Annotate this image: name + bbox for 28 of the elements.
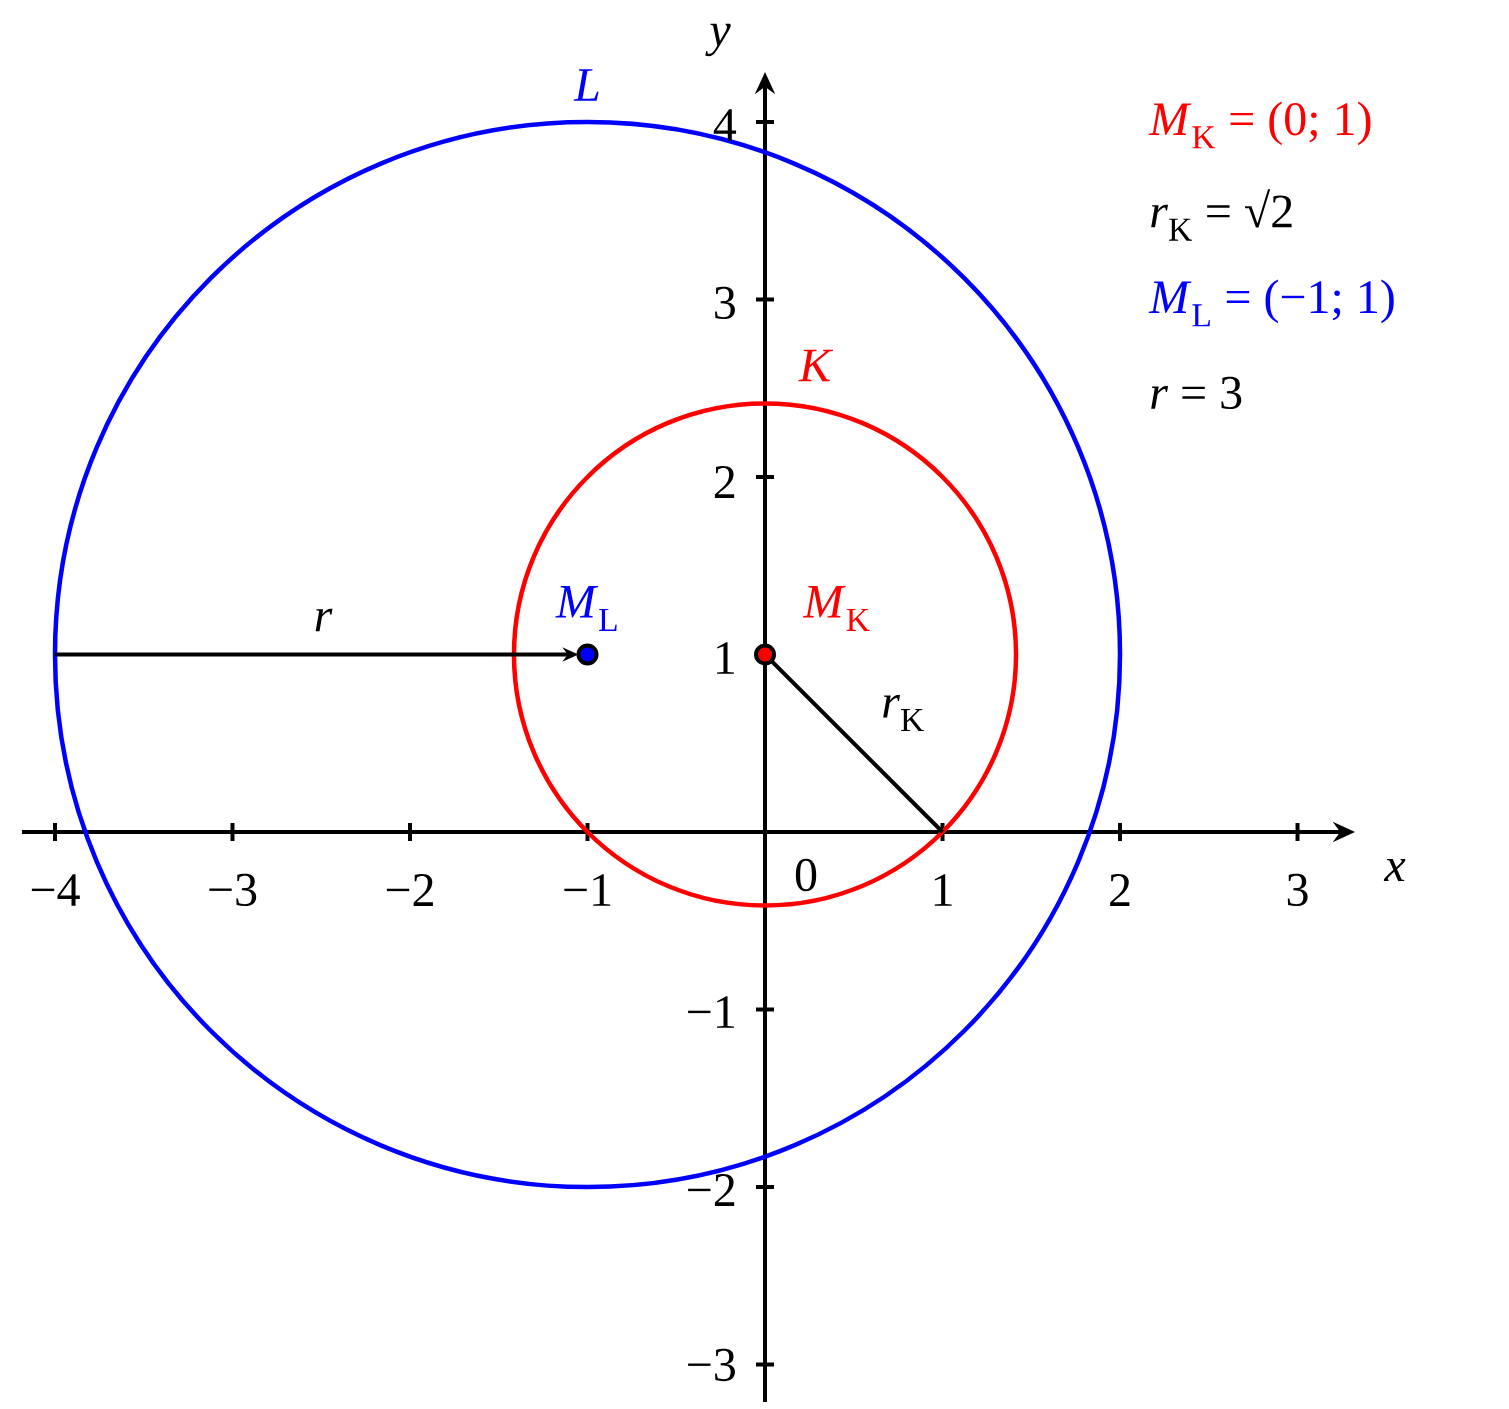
axis-label: y bbox=[705, 23, 731, 57]
radius-line bbox=[769, 659, 944, 834]
tick-label: −3 bbox=[209, 873, 257, 907]
tick-label: 3 bbox=[1287, 873, 1308, 907]
tick-label: −2 bbox=[386, 874, 433, 906]
formula-text: r$_{K}$ = √2 bbox=[1151, 189, 1292, 241]
tick-label: 1 bbox=[717, 642, 734, 674]
formula-text: M$_{L}$ = (−1; 1) bbox=[1148, 279, 1394, 327]
tick-label: 1 bbox=[934, 874, 952, 906]
axis-label: x bbox=[1383, 858, 1406, 881]
point-label: M$_{K}$ bbox=[802, 586, 870, 631]
origin-label: 0 bbox=[795, 858, 817, 892]
tick-label: −4 bbox=[31, 874, 80, 906]
tick-label: 2 bbox=[1110, 874, 1130, 906]
point-label: M$_{L}$ bbox=[555, 586, 617, 631]
edge-label: r bbox=[311, 606, 335, 634]
tick-label: −1 bbox=[688, 996, 734, 1028]
tick-label: −3 bbox=[688, 1348, 735, 1382]
formula-text: M$_{K}$ = (0; 1) bbox=[1148, 101, 1371, 149]
circle-label: L bbox=[573, 69, 599, 101]
formula-text: r = 3 bbox=[1151, 376, 1242, 410]
tick-label: 2 bbox=[714, 466, 735, 498]
circle-label: K bbox=[798, 349, 834, 382]
tick-label: −1 bbox=[564, 874, 611, 906]
tick-label: −2 bbox=[688, 1174, 735, 1206]
tick-label: 3 bbox=[715, 286, 735, 320]
edge-label: r$_{K}$ bbox=[879, 692, 927, 733]
tick-label: 4 bbox=[713, 109, 737, 141]
